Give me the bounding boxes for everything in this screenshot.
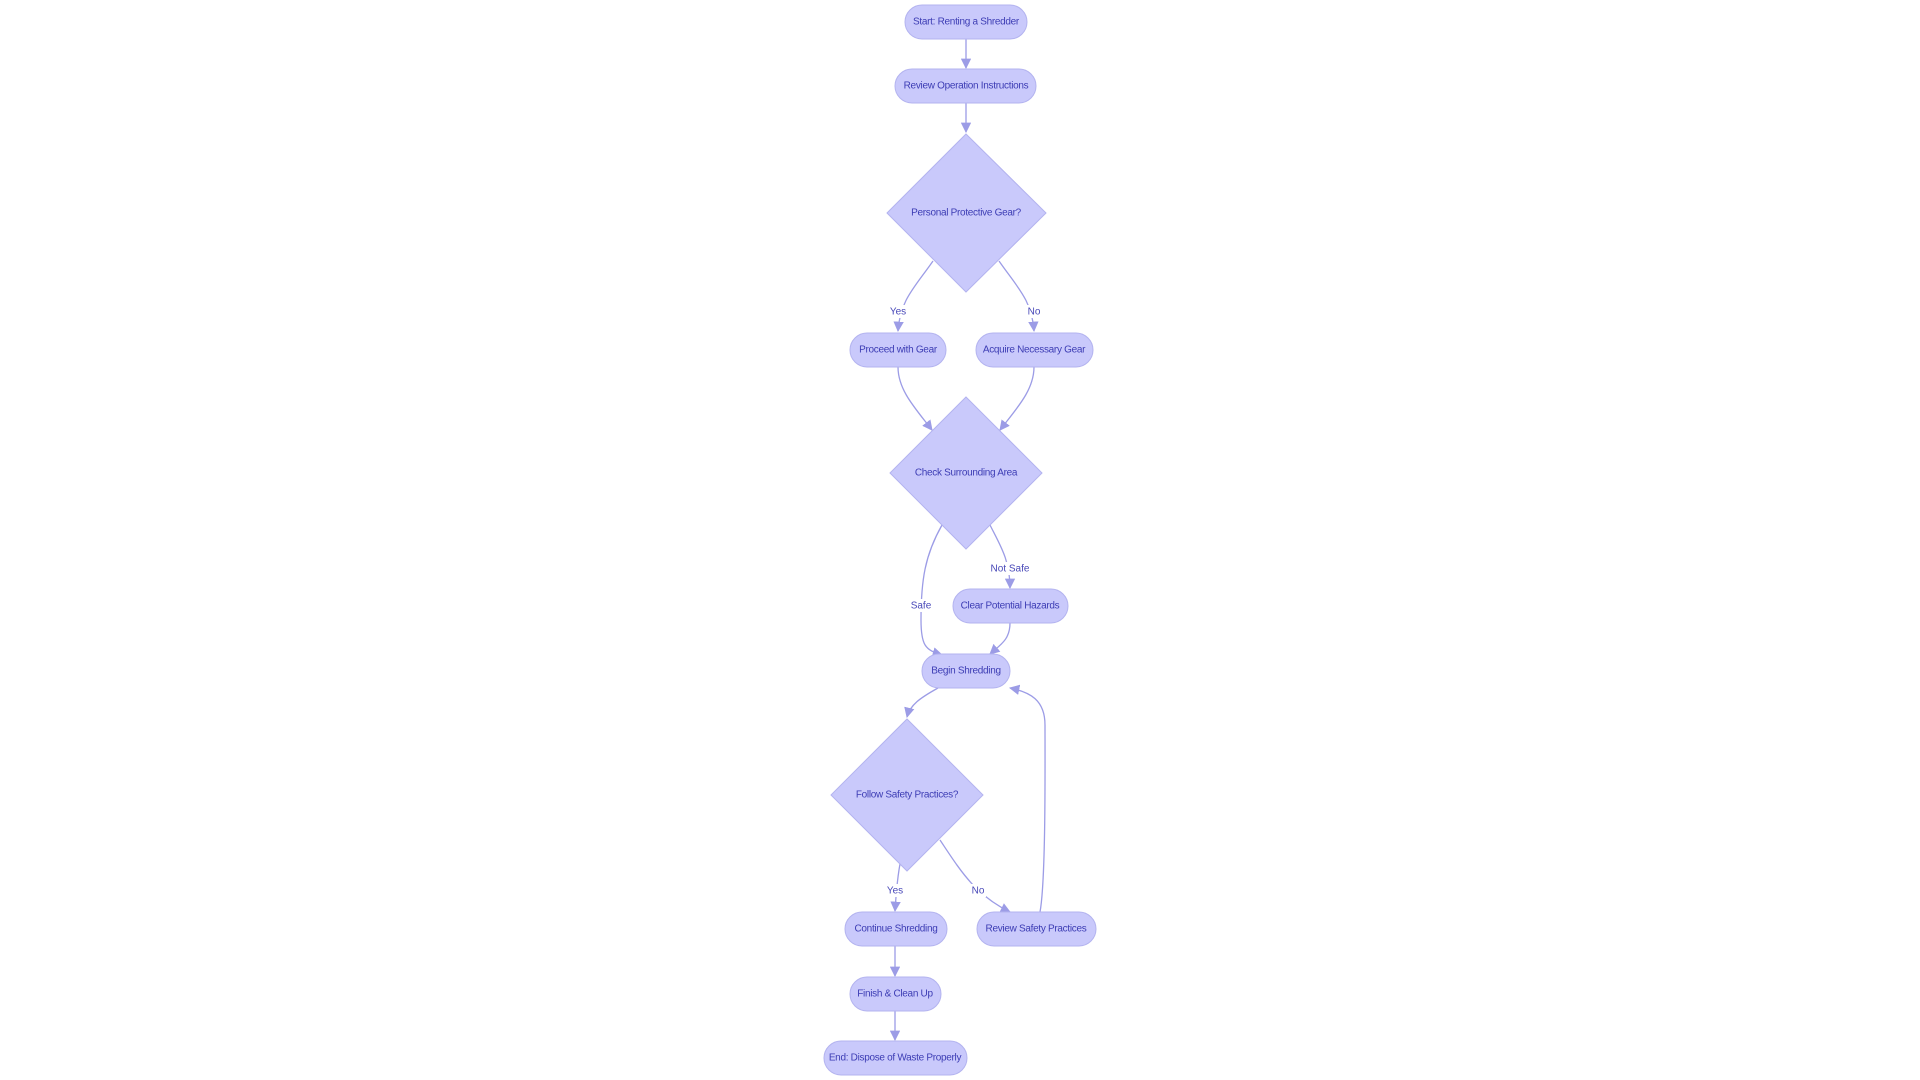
node-proceed-gear-label: Proceed with Gear bbox=[859, 345, 938, 356]
node-review-instructions-label: Review Operation Instructions bbox=[904, 81, 1029, 92]
node-acquire-gear: Acquire Necessary Gear bbox=[975, 332, 1094, 368]
node-begin-shredding: Begin Shredding bbox=[921, 653, 1011, 689]
node-clear-hazards: Clear Potential Hazards bbox=[952, 588, 1069, 624]
node-check-area: Check Surrounding Area bbox=[889, 396, 1043, 550]
node-review-instructions: Review Operation Instructions bbox=[894, 68, 1037, 104]
node-check-area-label: Check Surrounding Area bbox=[915, 468, 1018, 479]
node-begin-shredding-label: Begin Shredding bbox=[931, 666, 1000, 677]
node-ppe-decision: Personal Protective Gear? bbox=[886, 133, 1047, 293]
node-end-label: End: Dispose of Waste Properly bbox=[829, 1053, 962, 1064]
node-review-safety: Review Safety Practices bbox=[976, 911, 1097, 947]
edge-area-safe bbox=[920, 524, 943, 658]
edge-label-safety-yes: Yes bbox=[887, 886, 903, 897]
edge-label-ppe-no: No bbox=[1028, 307, 1041, 318]
node-finish: Finish & Clean Up bbox=[849, 976, 942, 1012]
edge-label-area-not-safe: Not Safe bbox=[991, 564, 1030, 575]
node-ppe-decision-label: Personal Protective Gear? bbox=[911, 208, 1022, 219]
edges bbox=[889, 39, 1046, 1042]
edge-labels: Yes No Not Safe Safe Yes No bbox=[885, 305, 1042, 897]
node-continue-shredding-label: Continue Shredding bbox=[855, 924, 938, 935]
node-finish-label: Finish & Clean Up bbox=[857, 989, 933, 1000]
node-safety-decision: Follow Safety Practices? bbox=[830, 718, 984, 872]
node-review-safety-label: Review Safety Practices bbox=[986, 924, 1087, 935]
node-clear-hazards-label: Clear Potential Hazards bbox=[961, 601, 1060, 612]
node-safety-decision-label: Follow Safety Practices? bbox=[856, 790, 959, 801]
node-start: Start: Renting a Shredder bbox=[904, 4, 1028, 40]
node-proceed-gear: Proceed with Gear bbox=[849, 332, 947, 368]
edge-label-safety-no: No bbox=[972, 886, 985, 897]
edge-proceed-to-area bbox=[897, 366, 933, 431]
node-start-label: Start: Renting a Shredder bbox=[913, 17, 1020, 28]
node-acquire-gear-label: Acquire Necessary Gear bbox=[983, 345, 1086, 356]
node-continue-shredding: Continue Shredding bbox=[844, 911, 948, 947]
node-end: End: Dispose of Waste Properly bbox=[823, 1040, 968, 1076]
edge-label-area-safe: Safe bbox=[911, 601, 932, 612]
edge-ppe-no bbox=[998, 260, 1039, 333]
edge-label-ppe-yes: Yes bbox=[890, 307, 906, 318]
edge-acquire-to-area bbox=[999, 366, 1035, 431]
edge-hazards-to-begin bbox=[989, 622, 1011, 655]
edge-review-safety-to-begin bbox=[1008, 684, 1046, 913]
edge-area-not-safe bbox=[989, 524, 1016, 590]
edge-ppe-yes bbox=[893, 260, 934, 333]
edge-safety-no bbox=[939, 839, 1011, 913]
edge-begin-to-safety bbox=[904, 687, 939, 719]
